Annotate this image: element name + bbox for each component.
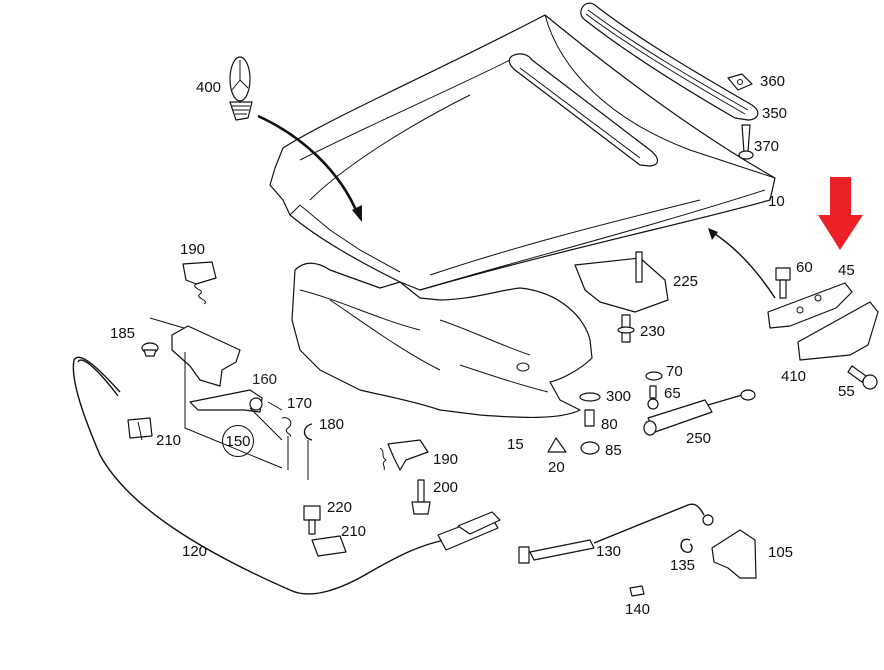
part-label-20[interactable]: 20 bbox=[548, 459, 565, 476]
bump-stop-part-80[interactable] bbox=[584, 409, 595, 427]
ball-stud-part-65[interactable] bbox=[647, 385, 659, 410]
part-label-180[interactable]: 180 bbox=[319, 416, 345, 433]
o-ring-part-300[interactable] bbox=[579, 392, 601, 402]
pointer-arrow-400 bbox=[257, 114, 360, 216]
vent-grille-part-350[interactable] bbox=[580, 2, 759, 121]
part-label-250[interactable]: 250 bbox=[686, 430, 712, 447]
part-label-300[interactable]: 300 bbox=[606, 388, 632, 405]
part-label-45[interactable]: 45 bbox=[838, 262, 855, 279]
cover-part-105[interactable] bbox=[711, 529, 757, 579]
highlight-arrow bbox=[818, 177, 863, 250]
gas-strut-part-250[interactable] bbox=[643, 389, 756, 436]
cable-connector-part-210-right[interactable] bbox=[311, 535, 347, 557]
grommet-part-85-lower[interactable] bbox=[580, 441, 600, 455]
part-label-360[interactable]: 360 bbox=[760, 73, 786, 90]
part-label-70[interactable]: 70 bbox=[666, 363, 683, 380]
part-label-185[interactable]: 185 bbox=[110, 325, 136, 342]
part-label-350[interactable]: 350 bbox=[762, 105, 788, 122]
part-label-120[interactable]: 120 bbox=[182, 543, 208, 560]
rivet-part-230[interactable] bbox=[617, 314, 635, 343]
release-handle[interactable] bbox=[437, 511, 501, 551]
hinge-cover-part-410[interactable] bbox=[797, 301, 879, 361]
hood-lock-part-190-lower[interactable] bbox=[379, 439, 429, 471]
hood-part-10[interactable] bbox=[269, 14, 776, 291]
part-label-370[interactable]: 370 bbox=[754, 138, 780, 155]
screw-part-370[interactable] bbox=[738, 124, 754, 160]
part-label-140[interactable]: 140 bbox=[625, 601, 651, 618]
part-label-210-left[interactable]: 210 bbox=[156, 432, 182, 449]
release-cable-part-130[interactable] bbox=[518, 503, 714, 564]
cable-connector-part-210-left[interactable] bbox=[127, 417, 153, 441]
part-label-190-lower[interactable]: 190 bbox=[433, 451, 459, 468]
part-label-200[interactable]: 200 bbox=[433, 479, 459, 496]
part-label-190-upper[interactable]: 190 bbox=[180, 241, 206, 258]
arrow-head-400 bbox=[352, 205, 362, 222]
grommet-part-185[interactable] bbox=[141, 342, 159, 357]
washer-part-70[interactable] bbox=[645, 371, 663, 381]
part-label-85-lower[interactable]: 85 bbox=[605, 442, 622, 459]
bolt-part-60[interactable] bbox=[775, 267, 791, 299]
part-label-410[interactable]: 410 bbox=[781, 368, 807, 385]
arrow-head-hinge bbox=[708, 228, 718, 240]
part-label-225[interactable]: 225 bbox=[673, 273, 699, 290]
part-label-15[interactable]: 15 bbox=[507, 436, 524, 453]
part-label-400[interactable]: 400 bbox=[196, 79, 222, 96]
bolt-part-55[interactable] bbox=[847, 365, 878, 390]
part-label-60[interactable]: 60 bbox=[796, 259, 813, 276]
release-cable-part-120[interactable] bbox=[72, 356, 446, 595]
part-label-105[interactable]: 105 bbox=[768, 544, 794, 561]
insulation-panel-part-15[interactable] bbox=[291, 262, 593, 419]
spring-part-170[interactable] bbox=[267, 401, 292, 470]
clip-nut-part-360[interactable] bbox=[727, 73, 753, 91]
part-label-160[interactable]: 160 bbox=[252, 371, 278, 388]
expanding-clip-part-20[interactable] bbox=[547, 437, 567, 453]
circlip-part-135[interactable] bbox=[680, 538, 693, 554]
part-label-130[interactable]: 130 bbox=[596, 543, 622, 560]
part-label-135[interactable]: 135 bbox=[670, 557, 696, 574]
part-label-65[interactable]: 65 bbox=[664, 385, 681, 402]
part-label-80[interactable]: 80 bbox=[601, 416, 618, 433]
pointer-arrow-hinge bbox=[711, 231, 776, 299]
part-label-220[interactable]: 220 bbox=[327, 499, 353, 516]
part-label-150[interactable]: 150 bbox=[222, 425, 254, 457]
bracket-part-225[interactable] bbox=[574, 251, 669, 313]
clip-part-140[interactable] bbox=[629, 585, 645, 597]
part-label-170[interactable]: 170 bbox=[287, 395, 313, 412]
bolt-part-220[interactable] bbox=[303, 505, 321, 535]
safety-catch-part-150[interactable] bbox=[149, 317, 283, 469]
part-label-210-right[interactable]: 210 bbox=[341, 523, 367, 540]
circlip-part-180[interactable] bbox=[303, 423, 313, 480]
star-emblem-part-400[interactable] bbox=[229, 56, 253, 121]
part-label-10[interactable]: 10 bbox=[768, 193, 785, 210]
part-label-230[interactable]: 230 bbox=[640, 323, 666, 340]
bolt-part-200[interactable] bbox=[411, 479, 431, 515]
hood-hinge-part-45[interactable] bbox=[767, 282, 853, 329]
hood-lock-part-190-upper[interactable] bbox=[182, 261, 217, 305]
part-label-55[interactable]: 55 bbox=[838, 383, 855, 400]
